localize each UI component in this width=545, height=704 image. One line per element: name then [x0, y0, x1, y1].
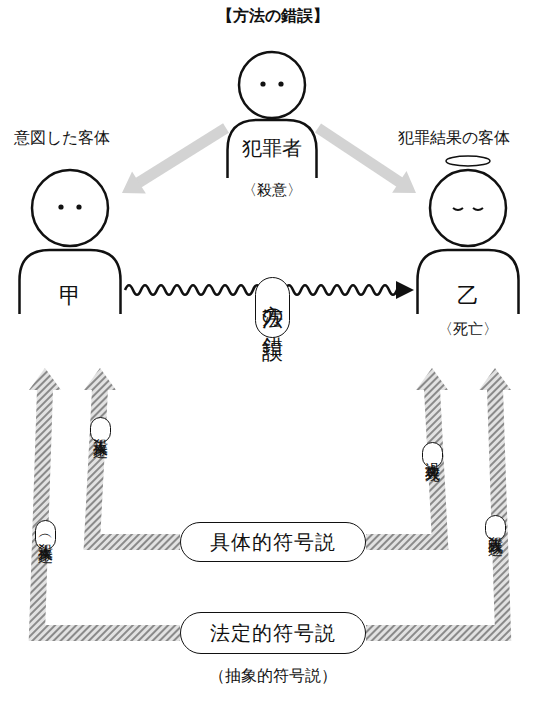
person-figure	[18, 168, 122, 368]
closed-eye	[453, 208, 463, 210]
connector	[366, 368, 448, 542]
hatched-arrow-head	[29, 368, 61, 390]
gray-arrow-head	[392, 171, 416, 193]
figure-name: 甲	[0, 282, 142, 310]
gray-arrow-shaft	[136, 128, 226, 184]
result-label-pill: 殺人既遂	[485, 515, 506, 541]
pill-text: 具体的符号説	[210, 529, 336, 556]
hatched-arrow-head	[479, 368, 511, 390]
connector	[122, 128, 226, 193]
hatched-arrow-head	[416, 368, 448, 390]
figure-name: 乙	[396, 282, 540, 310]
person-figure	[226, 50, 318, 202]
connector	[84, 368, 180, 542]
gray-arrow-head	[122, 171, 146, 193]
person-node: 犯罪者〈殺意〉	[226, 50, 318, 202]
halo	[446, 156, 490, 166]
person-head	[239, 52, 305, 118]
theory-pill: 具体的符号説	[180, 522, 366, 562]
person-eye	[260, 81, 265, 86]
object-label: 犯罪結果の客体	[398, 128, 510, 149]
hatched-arrow-shaft	[37, 389, 180, 633]
person-head	[430, 170, 506, 246]
gray-arrow-shaft	[318, 128, 402, 184]
pill-text: 法定的符号説	[210, 620, 336, 647]
person-eye	[58, 204, 63, 209]
error-label-pill: 方法の錯誤	[255, 277, 290, 338]
figure-state: 〈殺意〉	[206, 181, 338, 200]
person-node: 甲	[18, 168, 122, 368]
connector	[366, 368, 511, 633]
figure-state: 〈死亡〉	[396, 320, 540, 339]
hatched-arrow-shaft	[366, 389, 503, 633]
result-label-pill: 殺人未遂	[90, 417, 111, 443]
result-label-pill: 過失致死	[422, 442, 443, 468]
theory-pill: 法定的符号説	[180, 612, 366, 654]
person-eye	[76, 204, 81, 209]
person-eye	[278, 81, 283, 86]
object-label: 意図した客体	[14, 128, 110, 149]
diagram-caption: （抽象的符号説）	[0, 666, 545, 687]
hatched-arrow-shaft	[92, 389, 180, 542]
person-node: 乙〈死亡〉	[416, 150, 520, 368]
hatched-arrow-head	[84, 368, 116, 390]
wavy-arrow-head	[396, 281, 414, 299]
connector	[29, 368, 180, 633]
figure-name: 犯罪者	[206, 136, 338, 161]
result-label-pill: （殺人未遂）	[35, 520, 56, 550]
person-head	[32, 170, 108, 246]
closed-eye	[473, 208, 483, 210]
diagram-title: 【方法の錯誤】	[0, 6, 545, 27]
